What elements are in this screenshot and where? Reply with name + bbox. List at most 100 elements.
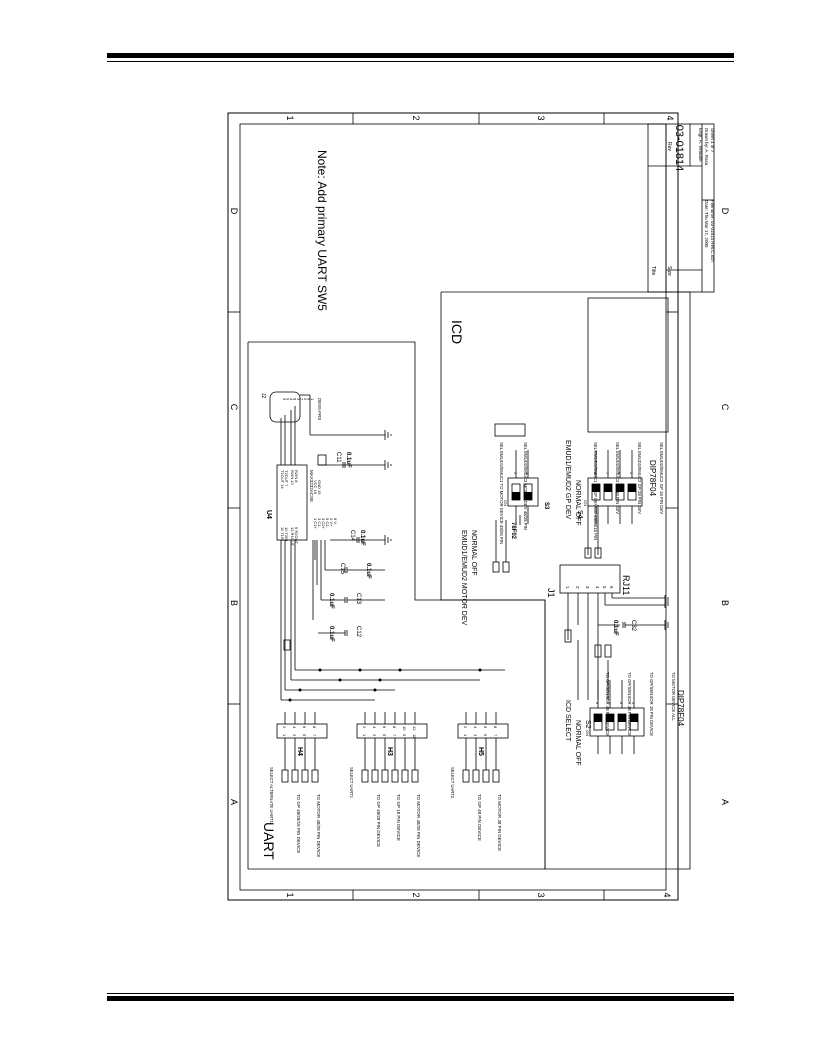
s3-caption-1: EMUD1/EMUD2 MOTOR DEV xyxy=(460,530,467,625)
j2-pin-label: 6 xyxy=(307,398,312,401)
s4-ref: S4 xyxy=(576,510,583,519)
u4-pin-r2in: R2IN 8 xyxy=(294,470,299,483)
size-label: Size xyxy=(666,266,672,276)
zone-letter-right-b: B xyxy=(720,600,730,606)
header-destination-label: TO GP 48 PIN DEVICE xyxy=(477,794,482,841)
switch-pin-number: 7 xyxy=(607,702,611,704)
j1-pin-label: 6 xyxy=(609,586,614,589)
u4-pin-t2in: 10 T2IN xyxy=(284,527,289,541)
document-number: 03-01814 xyxy=(673,125,685,172)
j2-pin-label: 7 xyxy=(300,398,305,401)
s4-on-label: ON xyxy=(583,500,588,506)
zone-letter-right-d: D xyxy=(720,208,730,215)
header-h4-body xyxy=(276,723,328,739)
test-point xyxy=(462,769,470,783)
header-pin-number: 1 xyxy=(463,734,468,737)
zone-number-top-3: 3 xyxy=(536,115,546,120)
u4-part: MAX3232ACSE xyxy=(309,470,314,502)
u4-pin-r1in: R1IN 13 xyxy=(290,470,295,485)
sheet-outer-border xyxy=(227,112,679,901)
header-pin-number: 1 xyxy=(362,734,367,737)
zone-number-top-4: 4 xyxy=(665,115,675,120)
switch-actuator xyxy=(512,492,520,500)
j1-pin-label: 5 xyxy=(602,586,607,589)
header-rule-thin xyxy=(107,61,734,62)
c15-value: 0.1uF xyxy=(365,563,371,579)
zone-letter-left-b: B xyxy=(229,600,239,606)
header-h3-select-label: SELECT UART1 xyxy=(349,767,354,799)
switch-line-label: TO GP/SENSOR 28 PIN DEVICE xyxy=(627,672,632,736)
switch-line-label: SEL EMUD1/EMUC1 TO GP DEVICE 48/28/18 PI… xyxy=(593,442,598,540)
c32-ref: C32 xyxy=(630,620,636,632)
header-pin-number: 6 xyxy=(302,726,307,729)
s3-part: 78F02 xyxy=(510,522,516,540)
test-point xyxy=(492,769,500,783)
switch-line-label: TO GP/SENSOR 18 PIN DEVICE xyxy=(649,672,654,736)
header-pin-number: 10 xyxy=(402,726,407,731)
test-point xyxy=(311,769,319,783)
s4-body xyxy=(587,477,643,507)
test-point xyxy=(371,769,379,783)
s2-caption-1: ICD SELECT xyxy=(564,700,571,742)
test-point xyxy=(381,769,389,783)
switch-pin-number: 8 xyxy=(595,702,599,704)
uart-title: UART xyxy=(261,822,277,860)
test-point xyxy=(482,769,490,783)
j2-pin-label: 9 xyxy=(286,398,291,401)
rev-label: Rev xyxy=(666,142,672,151)
header-h3-ref: H3 xyxy=(386,747,393,756)
u4-pin-vcc: VCC 16 xyxy=(313,480,318,495)
u4-ref: U4 xyxy=(265,510,272,519)
c11-value: 0.1uF xyxy=(345,452,351,468)
header-pin-number: 1 xyxy=(282,734,287,737)
header-destination-label: TO MOTOR 48/28 PIN DEVICE xyxy=(316,794,321,857)
header-destination-label: TO MOTOR 48/28 PIN DEVICE xyxy=(416,794,421,857)
u4-chip xyxy=(276,464,308,541)
footer-rule xyxy=(107,996,734,1001)
zone-number-bottom-4: 4 xyxy=(662,892,672,897)
zone-number-bottom-1: 1 xyxy=(285,892,295,897)
switch-pin-number: 8 xyxy=(593,472,597,474)
icd-wires xyxy=(283,505,609,700)
icd-region-border xyxy=(440,291,691,870)
header-destination-label: TO GP 48/28/18 PIN DEVICE xyxy=(296,794,301,853)
date-text: Date: Thu Mar 17, 2005 xyxy=(704,200,709,248)
j1-part: RJ11 xyxy=(621,575,631,595)
title-block xyxy=(647,123,715,293)
title-label: Title xyxy=(650,266,656,275)
switch-line-label: SEL EMUD2/EMUC2 GP 28 PIN DEV xyxy=(637,442,642,514)
c11-ref: C11 xyxy=(335,452,341,463)
header-pin-number: 11 xyxy=(412,734,417,739)
header-pin-number: 2 xyxy=(282,726,287,729)
footer-rule-thin xyxy=(107,993,734,994)
c32-value: 0.1uF xyxy=(612,620,618,636)
j2-pin-label: 3 xyxy=(296,398,301,401)
header-h5-ref: H5 xyxy=(477,747,484,756)
j2-pin-label: 4 xyxy=(289,398,294,401)
switch-line-label: SEL EMUD2/EMUC2 GP 18 PIN DEV xyxy=(659,442,664,514)
header-pin-number: 9 xyxy=(402,734,407,737)
u4-j2-wires xyxy=(280,394,385,465)
header-pin-number: 5 xyxy=(483,734,488,737)
u4-pin-c2m: 5 C2- xyxy=(325,518,330,528)
header-pin-number: 7 xyxy=(493,734,498,737)
switch-actuator xyxy=(618,714,626,722)
test-point xyxy=(391,769,399,783)
header-pin-number: 5 xyxy=(382,734,387,737)
header-pin-number: 8 xyxy=(392,726,397,729)
s3-caption-2: NORMAL OFF xyxy=(470,530,477,576)
header-h4-ref: H4 xyxy=(296,747,303,756)
switch-line-label: TO GP/SENSOR 48 PIN DEVICE xyxy=(605,672,610,736)
header-pin-number: 7 xyxy=(392,734,397,737)
u4-pin-r2out: 9 R2OUT xyxy=(294,527,299,544)
header-pin-number: 6 xyxy=(483,726,488,729)
s2-on-label: ON xyxy=(585,730,590,736)
j1-pin-label: 1 xyxy=(565,586,570,589)
j2-pin-label: 5 xyxy=(282,398,287,401)
s3-body xyxy=(507,477,539,507)
s4-caption-1: EMUD1/EMUD2 GP DEV xyxy=(564,440,571,520)
filename-text: Filename: 03-01814 Rev.C.sch xyxy=(710,200,715,262)
j1-ref: J1 xyxy=(546,588,556,598)
switch-line-label: TO MOTOR DEVICE ALL xyxy=(671,672,676,721)
